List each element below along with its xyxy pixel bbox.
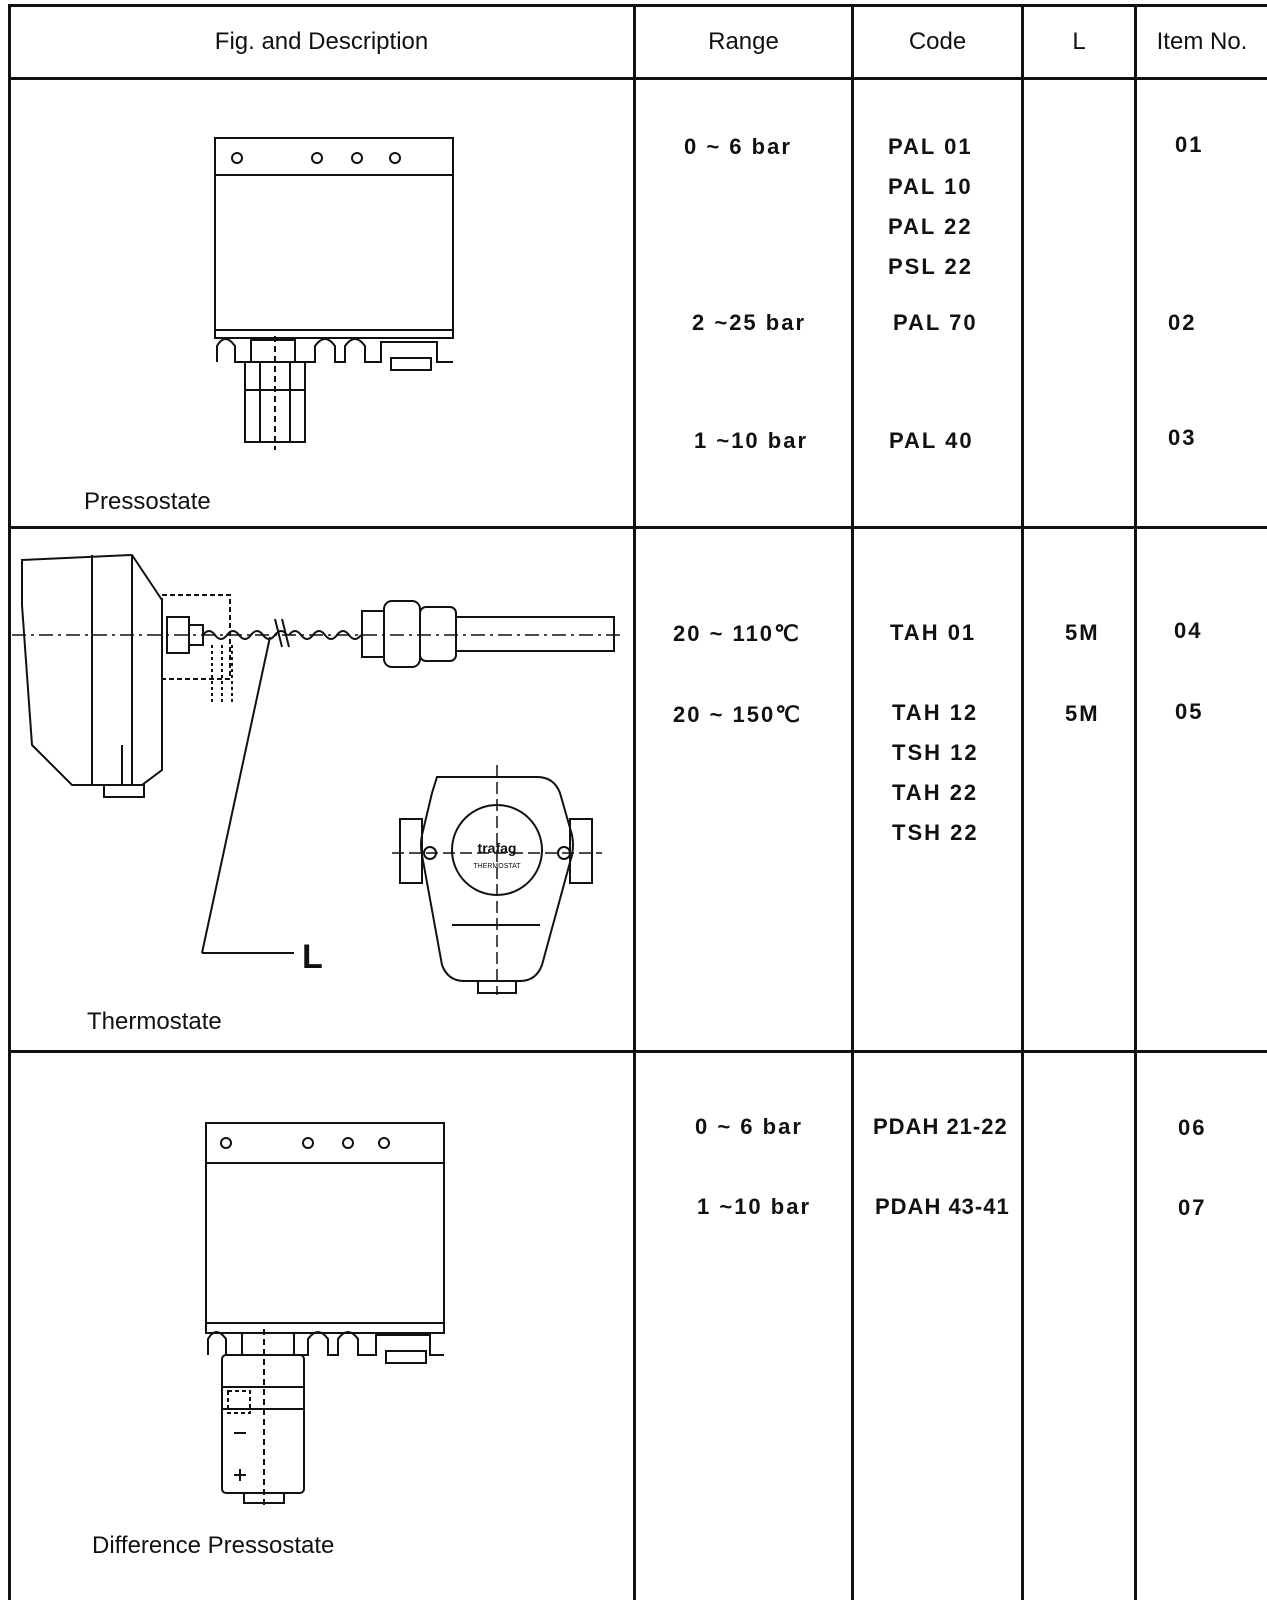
pressostate-figure [205, 130, 465, 460]
range-cell: 0 ~ 6 bar [695, 1114, 803, 1139]
header-l: L [1072, 28, 1086, 55]
item-cell: 06 [1178, 1115, 1207, 1140]
col-border-l [1021, 4, 1024, 1600]
header-item-no: Item No. [1156, 28, 1248, 55]
item-cell: 05 [1175, 699, 1204, 724]
thermostat-label: THERMOSTAT [473, 863, 521, 870]
code-cell: TSH 12 [892, 740, 979, 765]
code-cell: TAH 12 [892, 700, 979, 725]
item-cell: 02 [1168, 310, 1197, 335]
col-border-range [633, 4, 636, 1600]
code-cell: TSH 22 [892, 820, 979, 845]
item-cell: 03 [1168, 425, 1197, 450]
code-cell: PSL 22 [888, 254, 973, 279]
code-cell: PAL 10 [888, 174, 973, 199]
range-cell: 20 ~ 110℃ [673, 621, 801, 646]
range-cell: 2 ~25 bar [692, 310, 807, 335]
l-cell: 5M [1065, 620, 1100, 645]
row-divider-1 [8, 526, 1267, 529]
thermostate-description: Thermostate [87, 1008, 222, 1035]
col-border-code [851, 4, 854, 1600]
table-top-border [8, 4, 1267, 7]
code-cell: PAL 70 [893, 310, 978, 335]
range-cell: 1 ~10 bar [697, 1194, 812, 1219]
header-fig-desc: Fig. and Description [214, 28, 429, 55]
trafag-logo: trafag [478, 840, 517, 856]
difference-pressostate-description: Difference Pressostate [92, 1532, 335, 1559]
item-cell: 04 [1174, 618, 1203, 643]
code-cell: TAH 22 [892, 780, 979, 805]
header-code: Code [908, 28, 967, 55]
item-cell: 01 [1175, 132, 1204, 157]
code-cell: PDAH 43-41 [875, 1194, 1010, 1219]
range-cell: 20 ~ 150℃ [673, 702, 802, 727]
range-cell: 1 ~10 bar [694, 428, 809, 453]
code-cell: PAL 40 [889, 428, 974, 453]
col-border-item [1134, 4, 1137, 1600]
header-range: Range [708, 28, 779, 55]
l-cell: 5M [1065, 701, 1100, 726]
l-dimension-label: L [302, 938, 323, 976]
code-cell: PAL 01 [888, 134, 973, 159]
code-cell: TAH 01 [890, 620, 977, 645]
pressostate-description: Pressostate [84, 488, 211, 515]
thermostate-figure: trafag THERMOSTAT L [12, 545, 622, 1005]
row-divider-2 [8, 1050, 1267, 1053]
code-cell: PAL 22 [888, 214, 973, 239]
header-bottom-border [8, 77, 1267, 80]
col-border-left [8, 4, 11, 1600]
difference-pressostate-figure [198, 1115, 458, 1515]
item-cell: 07 [1178, 1195, 1207, 1220]
code-cell: PDAH 21-22 [873, 1114, 1008, 1139]
range-cell: 0 ~ 6 bar [684, 134, 792, 159]
